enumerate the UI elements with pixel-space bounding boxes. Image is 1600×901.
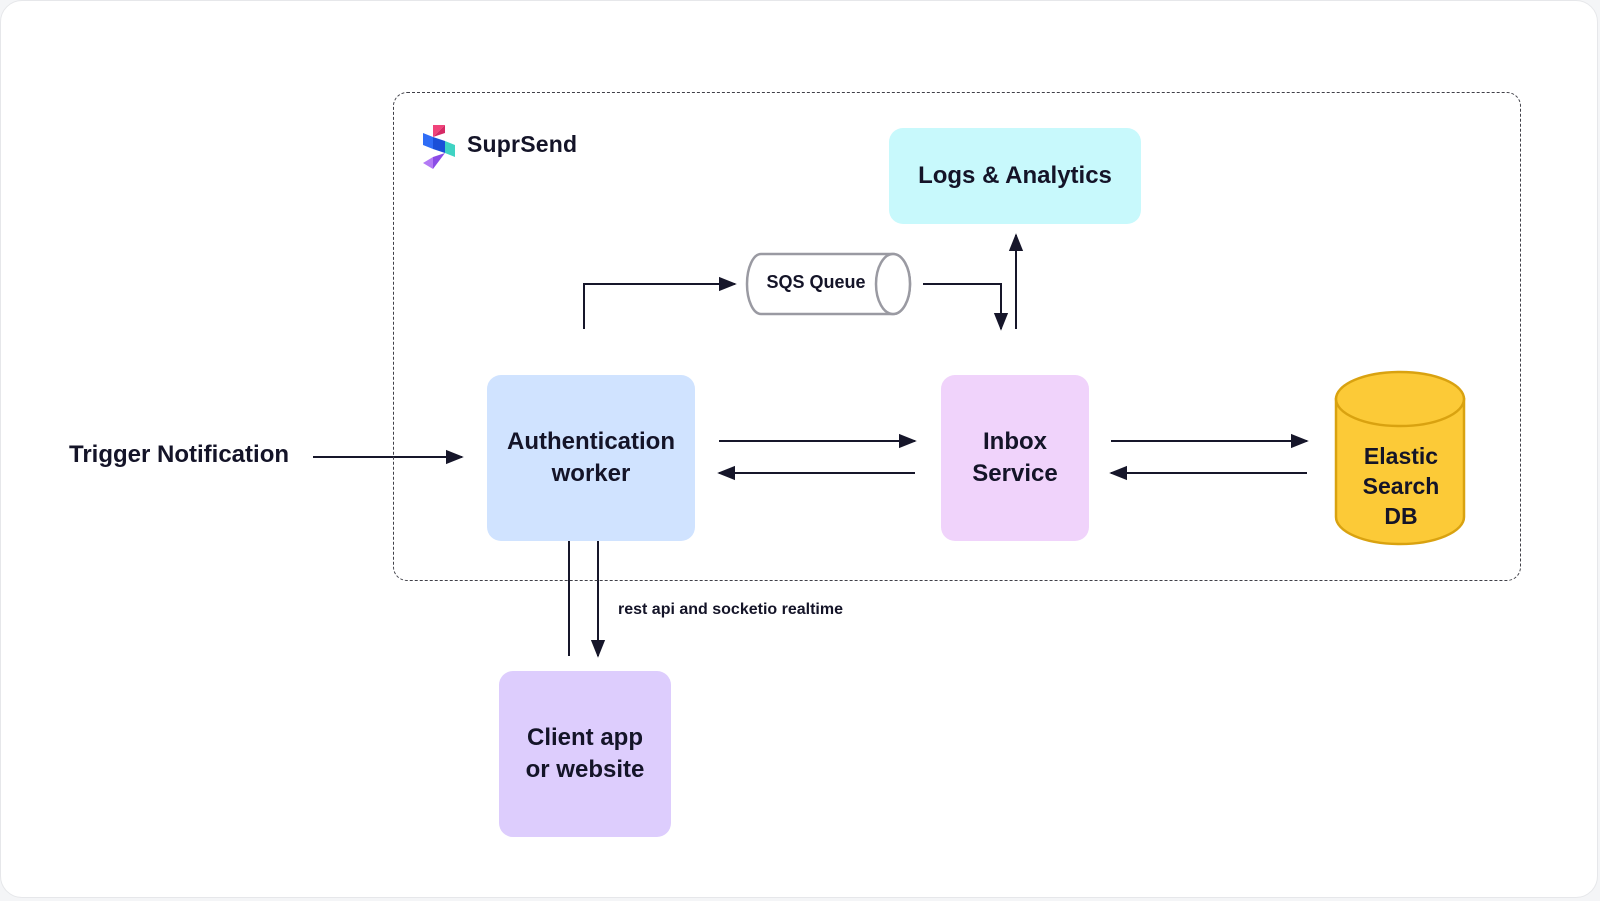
sqs-queue-shape	[745, 252, 912, 316]
client-app-node: Client app or website	[499, 671, 671, 837]
client-app-label: Client app or website	[525, 724, 645, 783]
authentication-worker-label: Authentication worker	[507, 428, 675, 487]
brand-name: SuprSend	[467, 131, 578, 157]
elastic-search-db-label: Elastic Search DB	[1362, 443, 1440, 529]
trigger-notification-label: Trigger Notification	[69, 441, 290, 468]
suprsend-boundary	[393, 92, 1521, 581]
client-link-label: rest api and socketio realtime	[618, 601, 843, 618]
queue-to-inbox-arrow	[923, 283, 1009, 331]
sqs-queue-label: SQS Queue	[766, 272, 866, 292]
authentication-worker-node: Authentication worker	[487, 375, 695, 541]
inbox-service-label: Inbox Service	[972, 428, 1058, 487]
elastic-search-db-shape	[1334, 370, 1466, 546]
logs-analytics-label: Logs & Analytics	[918, 162, 1112, 189]
inbox-service-node: Inbox Service	[941, 375, 1089, 541]
suprsend-logo-icon	[423, 125, 455, 169]
auth-to-queue-arrow	[583, 276, 737, 329]
logs-analytics-node: Logs & Analytics	[889, 128, 1141, 224]
